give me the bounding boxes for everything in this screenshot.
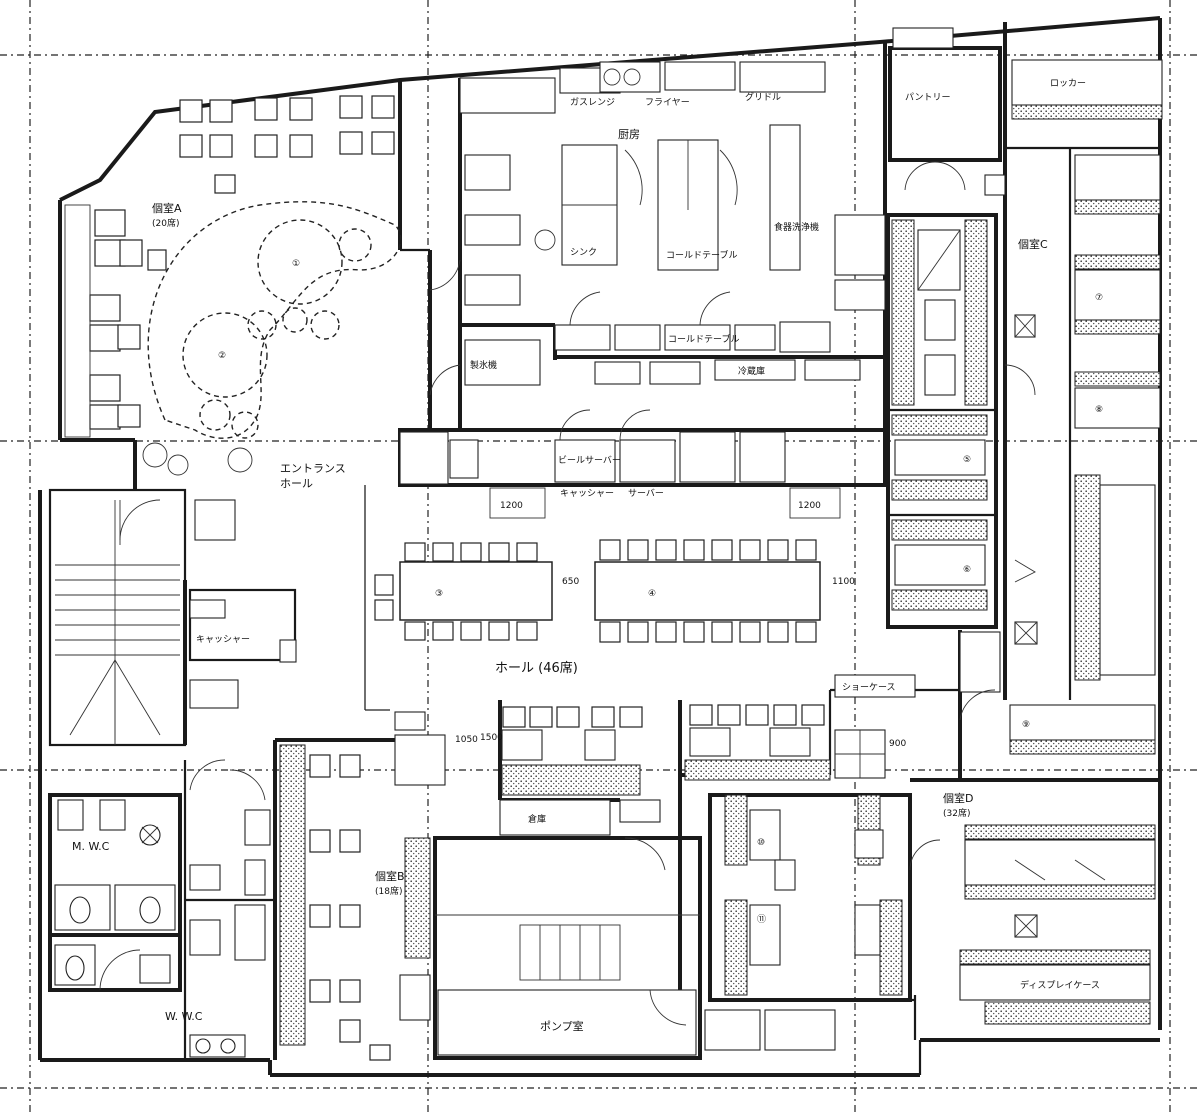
private-room-b-seats: (18席) xyxy=(375,885,402,897)
private-room-c: 個室C ロッカー ⑦ ⑧ xyxy=(959,59,1163,693)
booth-11-label: ⑪ xyxy=(757,914,766,925)
room-c-table-7: ⑦ xyxy=(1095,293,1103,303)
dim-650: 650 xyxy=(562,577,579,587)
private-room-a-seats: (20席) xyxy=(152,217,179,229)
private-room-a-label: 個室A xyxy=(152,201,182,215)
dim-1050: 1050 xyxy=(455,735,478,745)
womens-wc-label: W. W.C xyxy=(165,1010,203,1023)
main-hall: ホール (46席) ③ ④ 650 1100 xyxy=(374,539,916,796)
locker-label: ロッカー xyxy=(1050,78,1086,89)
room-d-table-9: ⑨ xyxy=(1022,720,1030,730)
round-table-a1-label: ① xyxy=(292,259,300,269)
entrance-label-line2: ホール xyxy=(280,477,313,490)
table-2-label: ④ xyxy=(648,589,656,599)
service-island: ビールサーバー サーバー キャッシャー 1200 1200 xyxy=(399,409,841,519)
booth-5-label: ⑤ xyxy=(963,455,971,465)
private-room-d: 個室D (32席) ⑨ ディスプレイケース xyxy=(943,704,1156,1025)
display-case-label: ディスプレイケース xyxy=(1020,979,1100,991)
restrooms: M. W.C W. W.C xyxy=(54,759,271,1058)
gas-range-label: ガスレンジ xyxy=(570,97,615,108)
dim-1100: 1100 xyxy=(832,577,855,587)
pump-room: ポンプ室 倉庫 xyxy=(435,799,700,1056)
dim-1200-a: 1200 xyxy=(500,501,523,511)
cashier-counter-label: キャッシャー xyxy=(560,489,614,499)
entrance-label-line1: エントランス xyxy=(280,462,346,475)
private-room-d-seats: (32席) xyxy=(943,807,970,819)
kitchen-label: 厨房 xyxy=(618,128,640,141)
room-c-table-8: ⑧ xyxy=(1095,405,1103,415)
ice-maker-label: 製氷機 xyxy=(470,359,497,371)
storage-label: 倉庫 xyxy=(528,813,546,825)
mens-wc-label: M. W.C xyxy=(72,840,110,853)
refrigerator-label: 冷蔵庫 xyxy=(738,365,765,377)
staircase xyxy=(55,499,180,745)
work-table-label: コールドテーブル xyxy=(666,249,737,261)
lower-central-booths: ⑩ ⑪ xyxy=(704,794,903,1051)
table-1-label: ③ xyxy=(435,589,443,599)
dim-1200-b: 1200 xyxy=(798,501,821,511)
sink-label: シンク xyxy=(570,247,597,258)
server-label: サーバー xyxy=(628,488,664,499)
griddle-label: グリドル xyxy=(745,91,781,103)
private-room-a: 個室A (20席) ① ② xyxy=(64,95,402,439)
pump-room-label: ポンプ室 xyxy=(540,1019,584,1033)
beer-server-label: ビールサーバー xyxy=(558,455,621,466)
dim-1500: 1500 xyxy=(480,733,503,743)
dim-900: 900 xyxy=(889,739,906,749)
fryer-label: フライヤー xyxy=(645,97,690,108)
showcase-label: ショーケース xyxy=(842,682,896,693)
booth-6-label: ⑥ xyxy=(963,565,971,575)
cashier-label: キャッシャー xyxy=(196,635,250,645)
cold-table-label: コールドテーブル xyxy=(668,333,739,345)
hall-label: ホール (46席) xyxy=(495,660,578,676)
private-room-b-label: 個室B xyxy=(375,869,405,883)
pantry-label: パントリー xyxy=(905,92,950,103)
entrance-hall: エントランス ホール キャッシャー xyxy=(142,442,390,711)
booth-10-label: ⑩ xyxy=(757,838,765,848)
doors xyxy=(429,259,1036,871)
kitchen: 厨房 ガスレンジ フライヤー グリドル シンク コールドテーブル 食器洗浄機 xyxy=(459,27,1006,386)
private-room-b: 個室B (18席) xyxy=(279,744,431,1061)
private-room-d-label: 個室D xyxy=(943,791,973,805)
private-room-c-label: 個室C xyxy=(1018,237,1048,251)
central-booths: ⑤ ⑥ xyxy=(891,219,988,611)
round-table-a2-label: ② xyxy=(218,351,226,361)
dish-washer-label: 食器洗浄機 xyxy=(774,221,819,233)
